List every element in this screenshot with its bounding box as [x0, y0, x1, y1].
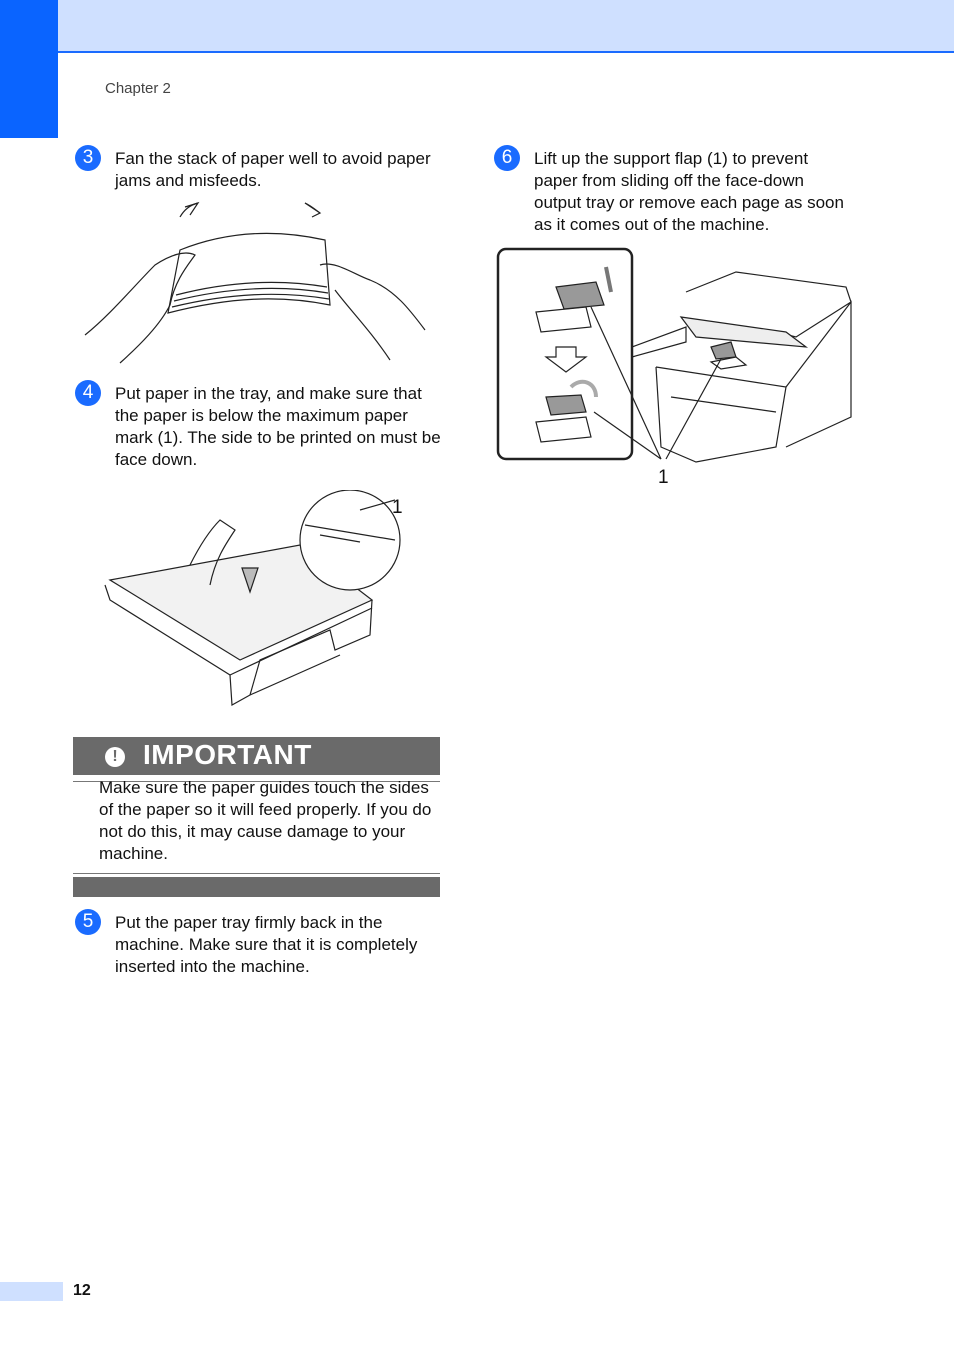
support-flap-callout: 1 — [658, 467, 669, 488]
fan-paper-illustration — [84, 201, 426, 364]
step-4-number: 4 — [75, 380, 101, 406]
support-flap-illustration — [496, 247, 852, 463]
important-footer — [73, 877, 440, 897]
chapter-label: Chapter 2 — [105, 80, 171, 97]
important-text: Make sure the paper guides touch the sid… — [99, 778, 432, 863]
important-title: IMPORTANT — [143, 739, 312, 770]
header-bar — [58, 0, 954, 53]
page-tab — [0, 1282, 63, 1301]
exclamation-icon: ! — [105, 747, 125, 767]
step-5-number: 5 — [75, 909, 101, 935]
step-5-text: Put the paper tray firmly back in the ma… — [115, 913, 418, 976]
important-header: ! IMPORTANT — [73, 737, 440, 775]
chapter-tab — [0, 0, 58, 138]
important-divider — [73, 873, 440, 874]
page-number: 12 — [73, 1282, 91, 1299]
step-3-number: 3 — [75, 145, 101, 171]
paper-tray-illustration — [104, 490, 401, 706]
step-6-text: Lift up the support flap (1) to prevent … — [534, 149, 844, 234]
step-3-text: Fan the stack of paper well to avoid pap… — [115, 149, 431, 190]
tray-mark-callout: 1 — [392, 497, 403, 518]
step-4-text: Put paper in the tray, and make sure tha… — [115, 384, 441, 469]
step-6-number: 6 — [494, 145, 520, 171]
important-divider — [73, 781, 440, 782]
